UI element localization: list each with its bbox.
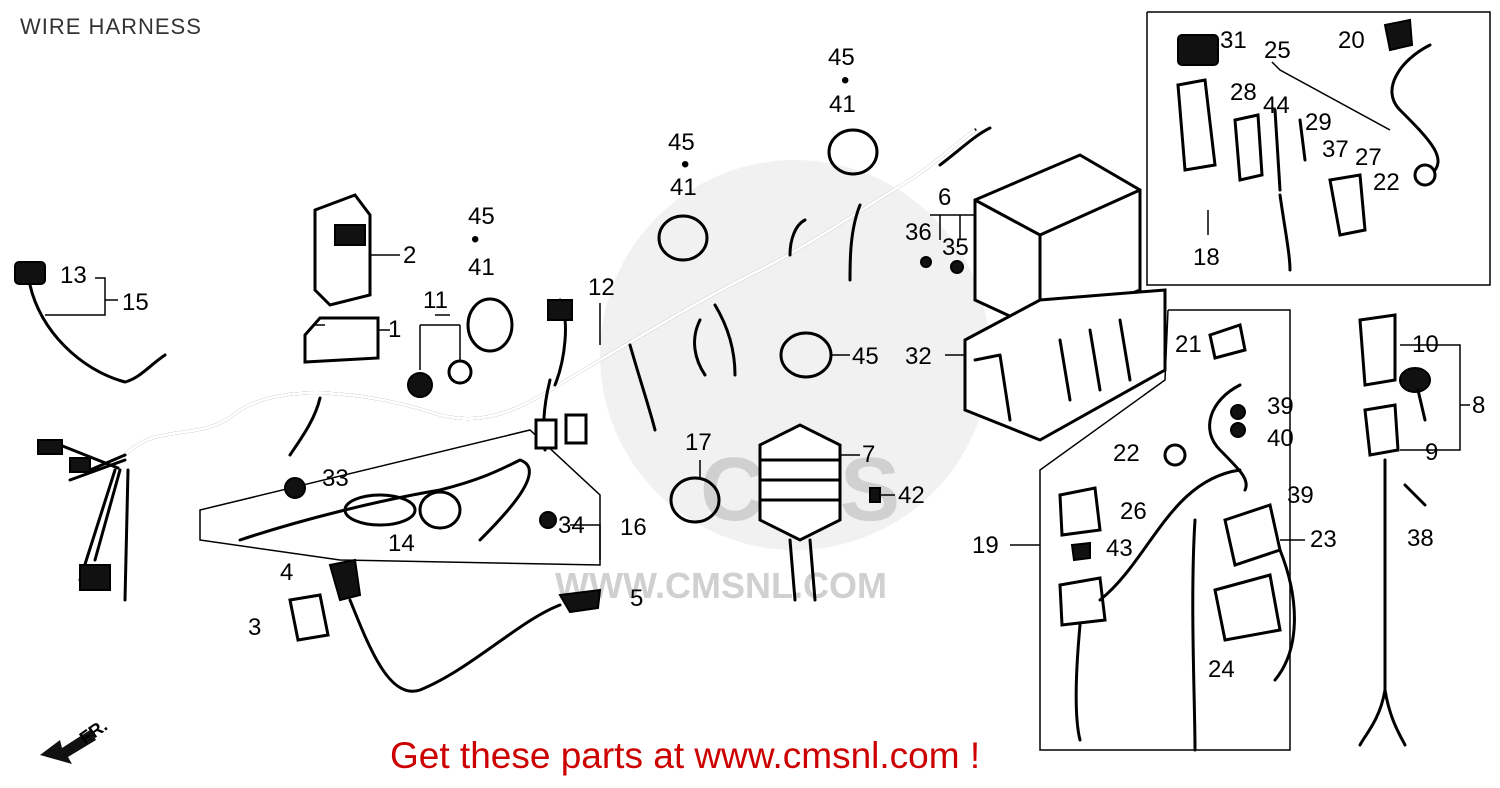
callout-29: 29 <box>1305 109 1332 136</box>
callout-36: 36 <box>905 219 932 246</box>
part-11-nuts <box>407 359 473 398</box>
callout-45-top: 45 <box>828 44 855 71</box>
callout-20: 20 <box>1338 27 1365 54</box>
group-19-parts <box>1058 323 1296 752</box>
callout-35: 35 <box>942 234 969 261</box>
group-box-19 <box>1168 309 1291 751</box>
callout-39-mid: 39 <box>1287 482 1314 509</box>
callout-33: 33 <box>322 465 349 492</box>
watermark: CMS WWW.CMSNL.COM <box>555 160 990 606</box>
leader-lines <box>45 61 1470 560</box>
callout-27: 27 <box>1355 144 1382 171</box>
callout-26: 26 <box>1120 498 1147 525</box>
footer-promo-link[interactable]: Get these parts at www.cmsnl.com ! <box>390 735 981 776</box>
callout-11: 11 <box>423 287 448 314</box>
callout-dot-b: • <box>681 151 689 178</box>
callout-42: 42 <box>898 482 925 509</box>
callout-13: 13 <box>60 262 87 289</box>
callout-8: 8 <box>1472 392 1485 419</box>
callout-dot-c: • <box>841 67 849 94</box>
callout-24: 24 <box>1208 656 1235 683</box>
callout-19: 19 <box>972 532 999 559</box>
callout-18: 18 <box>1193 244 1220 271</box>
callout-2: 2 <box>403 242 416 269</box>
bands-41 <box>466 128 879 524</box>
callout-7: 7 <box>862 441 875 468</box>
callout-14: 14 <box>388 530 415 557</box>
group-box-16 <box>199 429 601 566</box>
parts-8-9-10 <box>1358 313 1431 747</box>
callout-28: 28 <box>1230 79 1257 106</box>
callout-41-left: 41 <box>468 254 495 281</box>
callout-4: 4 <box>280 559 293 586</box>
part-1-mount <box>303 316 380 364</box>
part-13-15-wire <box>14 261 167 384</box>
callout-10: 10 <box>1412 331 1439 358</box>
callout-40: 40 <box>1267 425 1294 452</box>
callout-1: 1 <box>388 316 401 343</box>
callout-32: 32 <box>905 343 932 370</box>
page-title: WIRE HARNESS <box>20 14 202 39</box>
callout-22-mid: 22 <box>1113 440 1140 467</box>
callout-12: 12 <box>588 274 615 301</box>
callout-16: 16 <box>620 514 647 541</box>
callout-9: 9 <box>1425 439 1438 466</box>
callout-25: 25 <box>1264 37 1291 64</box>
callout-45-left: 45 <box>468 203 495 230</box>
callout-45-mid: 45 <box>668 129 695 156</box>
callout-21: 21 <box>1175 331 1202 358</box>
main-harness <box>37 126 992 602</box>
callout-45-right: 45 <box>852 343 879 370</box>
callout-41-top: 41 <box>829 91 856 118</box>
callout-41-mid: 41 <box>670 174 697 201</box>
callout-23: 23 <box>1310 526 1337 553</box>
callout-34: 34 <box>558 512 585 539</box>
callout-39-top: 39 <box>1267 393 1294 420</box>
callout-22-top: 22 <box>1373 169 1400 196</box>
part-32-battery <box>920 153 1167 442</box>
callout-44: 44 <box>1263 92 1290 119</box>
part-7-regulator <box>758 423 881 602</box>
watermark-url: WWW.CMSNL.COM <box>555 565 887 606</box>
part-2-cdi-unit <box>313 193 372 307</box>
parts-3-4-5 <box>288 558 602 693</box>
part-14-sub-harness <box>238 458 557 542</box>
callout-43: 43 <box>1106 535 1133 562</box>
callout-38: 38 <box>1407 525 1434 552</box>
callout-31: 31 <box>1220 27 1247 54</box>
callout-5: 5 <box>630 585 643 612</box>
front-direction-arrow: FR. <box>40 715 111 764</box>
callout-37: 37 <box>1322 136 1349 163</box>
callout-6: 6 <box>938 184 951 211</box>
callout-dot-a: • <box>471 226 479 253</box>
callout-17: 17 <box>685 429 712 456</box>
inset-box-18 <box>1146 11 1491 286</box>
inset-parts <box>1176 18 1440 272</box>
callout-15: 15 <box>122 289 149 316</box>
callouts: 13 15 2 1 11 45 • 41 12 45 • 41 45 • 41 … <box>60 27 1485 683</box>
callout-3: 3 <box>248 614 261 641</box>
